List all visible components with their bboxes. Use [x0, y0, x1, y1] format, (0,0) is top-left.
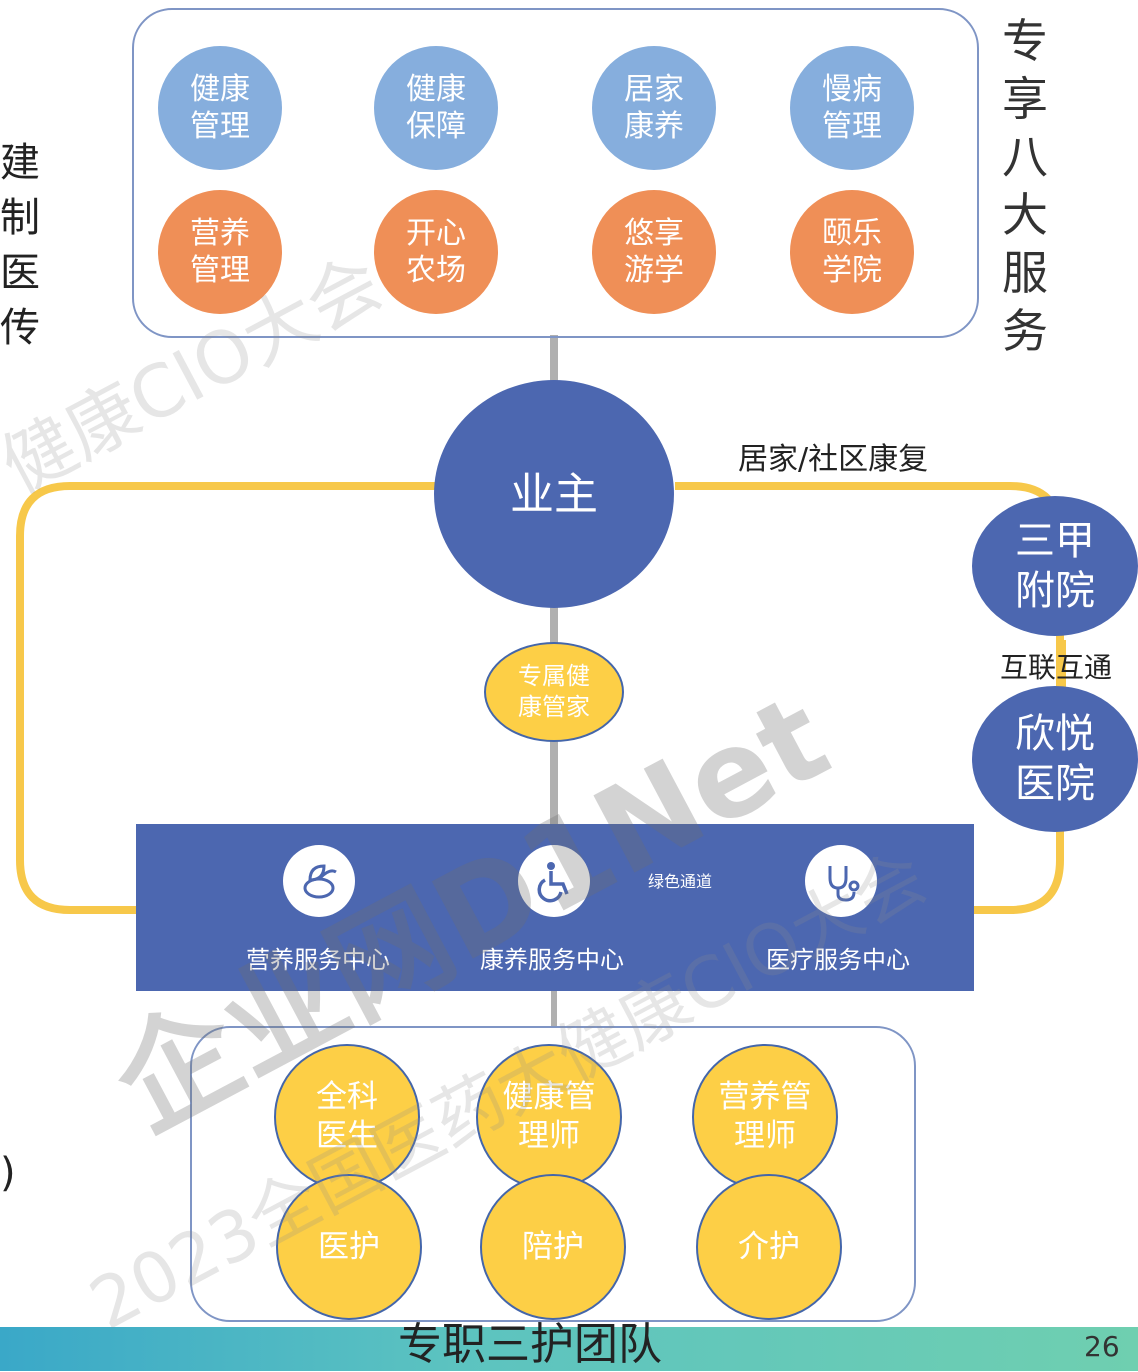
rehab-center-label: 康养服务中心 [480, 946, 624, 974]
team-health-manager: 健康管 理师 [476, 1044, 622, 1190]
hospital-xinyue: 欣悦 医院 [972, 686, 1138, 832]
owner-node: 业主 [434, 380, 674, 608]
team-companion-care: 陪护 [480, 1174, 626, 1320]
eight-services-title: 专 享 八 大 服 务 [1002, 14, 1048, 358]
page-number: 26 [1084, 1330, 1120, 1363]
service-happy-farm: 开心 农场 [374, 190, 498, 314]
team-title: 专职三护团队 [398, 1319, 662, 1370]
service-health-insurance: 健康 保障 [374, 46, 498, 170]
stethoscope-icon [805, 845, 877, 917]
eight-services-panel [132, 8, 979, 338]
service-study-tour: 悠享 游学 [592, 190, 716, 314]
medical-center-label: 医疗服务中心 [766, 946, 910, 974]
nutrition-center-label: 营养服务中心 [246, 946, 390, 974]
service-chronic-disease: 慢病 管理 [790, 46, 914, 170]
left-fragment-5: ) [0, 1150, 16, 1196]
left-fragment-2: 制 [0, 195, 40, 241]
wheelchair-icon [518, 845, 590, 917]
team-general-practitioner: 全科 医生 [274, 1044, 420, 1190]
left-fragment-1: 建 [0, 140, 40, 186]
service-home-care: 居家 康养 [592, 46, 716, 170]
green-channel-label: 绿色通道 [648, 872, 713, 891]
home-rehab-label: 居家/社区康复 [738, 442, 929, 477]
service-nutrition-management: 营养 管理 [158, 190, 282, 314]
service-health-management: 健康 管理 [158, 46, 282, 170]
health-butler-node: 专属健 康管家 [484, 642, 624, 742]
team-medical-nursing: 医护 [276, 1174, 422, 1320]
left-fragment-3: 医 [0, 250, 40, 296]
leaf-bowl-icon [283, 845, 355, 917]
left-fragment-4: 传 [0, 305, 40, 351]
footer-bar [0, 1327, 1138, 1371]
hospital-tertiary-affiliated: 三甲 附院 [972, 496, 1138, 636]
service-senior-academy: 颐乐 学院 [790, 190, 914, 314]
team-nutritionist: 营养管 理师 [692, 1044, 838, 1190]
interconnect-label: 互联互通 [1000, 651, 1113, 684]
care-team-panel [190, 1026, 916, 1322]
care-loop-line [16, 482, 440, 914]
team-assisted-care: 介护 [696, 1174, 842, 1320]
